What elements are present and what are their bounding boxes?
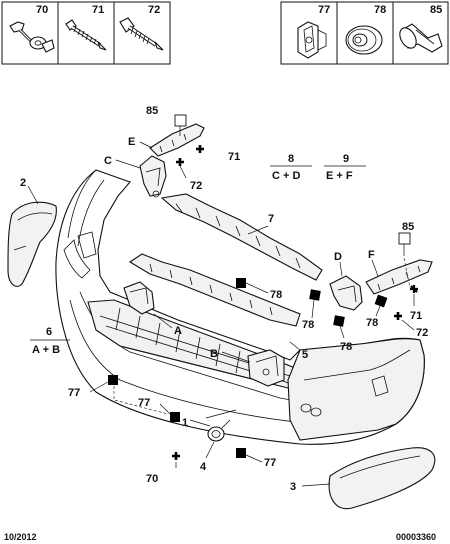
bracket-d: [329, 261, 363, 311]
callout-72-top: 72: [190, 180, 202, 192]
footer-date: 10/2012: [4, 532, 37, 542]
part-1-leader: [189, 409, 237, 427]
callout-78-f: 78: [366, 317, 378, 329]
callout-85-right: 85: [402, 221, 414, 233]
screw-cross-70-bottom: [172, 452, 180, 468]
callout-77-right: 77: [264, 457, 276, 469]
push-rivet-icon: [399, 23, 443, 53]
grommet-78-d1: [309, 289, 321, 319]
callout-71-right: 71: [410, 310, 422, 322]
group-9-members: E + F: [326, 170, 353, 182]
footer-code: 00003360: [396, 532, 436, 542]
bumper-cover: [55, 169, 425, 445]
callout-labels: 2 C E 85 71 72 7 78 D F 85 71 72 78 78 7…: [20, 105, 428, 493]
group-6-number: 6: [46, 326, 52, 338]
callout-F: F: [368, 249, 375, 261]
legend-ref-71: 71: [92, 4, 104, 16]
pan-head-screw-icon: [119, 17, 164, 51]
group-8-members: C + D: [272, 170, 300, 182]
bracket-e: [139, 123, 205, 157]
clip-77-right: [236, 448, 263, 463]
callout-5: 5: [302, 349, 308, 361]
grommet-icon: [345, 25, 383, 55]
screw-cross-71-right: [410, 285, 418, 306]
callout-71-top: 71: [228, 151, 240, 163]
screw-cross-72-top: [176, 158, 187, 179]
grommet-78-d2: [333, 315, 345, 339]
group-6: 6 A + B: [30, 326, 70, 356]
rivet-85-top: [174, 114, 187, 136]
group-8-number: 8: [288, 153, 294, 165]
clip-nut-icon: [297, 21, 327, 59]
rivet-85-right: [398, 232, 411, 289]
callout-C: C: [104, 155, 112, 167]
callout-3: 3: [290, 481, 296, 493]
callout-77-mid: 77: [138, 397, 150, 409]
bracket-c: [115, 155, 167, 198]
left-end-trim-part-2: [7, 185, 57, 287]
callout-72-right: 72: [416, 327, 428, 339]
callout-7: 7: [268, 213, 274, 225]
clip-77-mid: [159, 403, 180, 422]
callout-B: B: [210, 348, 218, 360]
grommet-78-f: [374, 294, 388, 317]
group-9-number: 9: [343, 153, 349, 165]
callout-E: E: [128, 136, 135, 148]
reinforcement-part-7: [160, 193, 323, 281]
screw-washer-icon: [9, 21, 55, 53]
legend-ref-72: 72: [148, 4, 160, 16]
bracket-b: [221, 349, 285, 387]
right-end-trim-part-3: [301, 447, 436, 510]
callout-85-top: 85: [146, 105, 158, 117]
legend-ref-77: 77: [318, 4, 330, 16]
fastener-legend-left: 70 71 72: [1, 1, 171, 65]
legend-ref-85: 85: [430, 4, 442, 16]
absorber-part-5: [128, 253, 301, 351]
fastener-legend-right: 77 78 85: [280, 1, 449, 65]
screw-cross-71-top: [196, 145, 204, 153]
callout-D: D: [334, 251, 342, 263]
legend-ref-78: 78: [374, 4, 386, 16]
callout-78-d2: 78: [340, 341, 352, 353]
callout-78-d1: 78: [302, 319, 314, 331]
clip-77-left: [89, 375, 169, 415]
group-9: 9 E + F: [324, 153, 366, 182]
callout-2: 2: [20, 177, 26, 189]
screw-cross-72-right: [394, 312, 415, 331]
grommet-78-center: [236, 278, 269, 294]
self-tapping-screw-icon: [65, 19, 107, 51]
callout-4: 4: [200, 461, 207, 473]
tow-eye-cover-part-4: [205, 419, 231, 459]
callout-77-left: 77: [68, 387, 80, 399]
callout-70-bottom: 70: [146, 473, 158, 485]
bracket-a: [123, 281, 173, 329]
bracket-f: [365, 259, 433, 295]
callout-78-center: 78: [270, 289, 282, 301]
group-8: 8 C + D: [270, 153, 312, 182]
group-6-members: A + B: [32, 344, 60, 356]
callout-1: 1: [182, 417, 188, 429]
legend-ref-70: 70: [36, 4, 48, 16]
callout-A: A: [174, 325, 182, 337]
